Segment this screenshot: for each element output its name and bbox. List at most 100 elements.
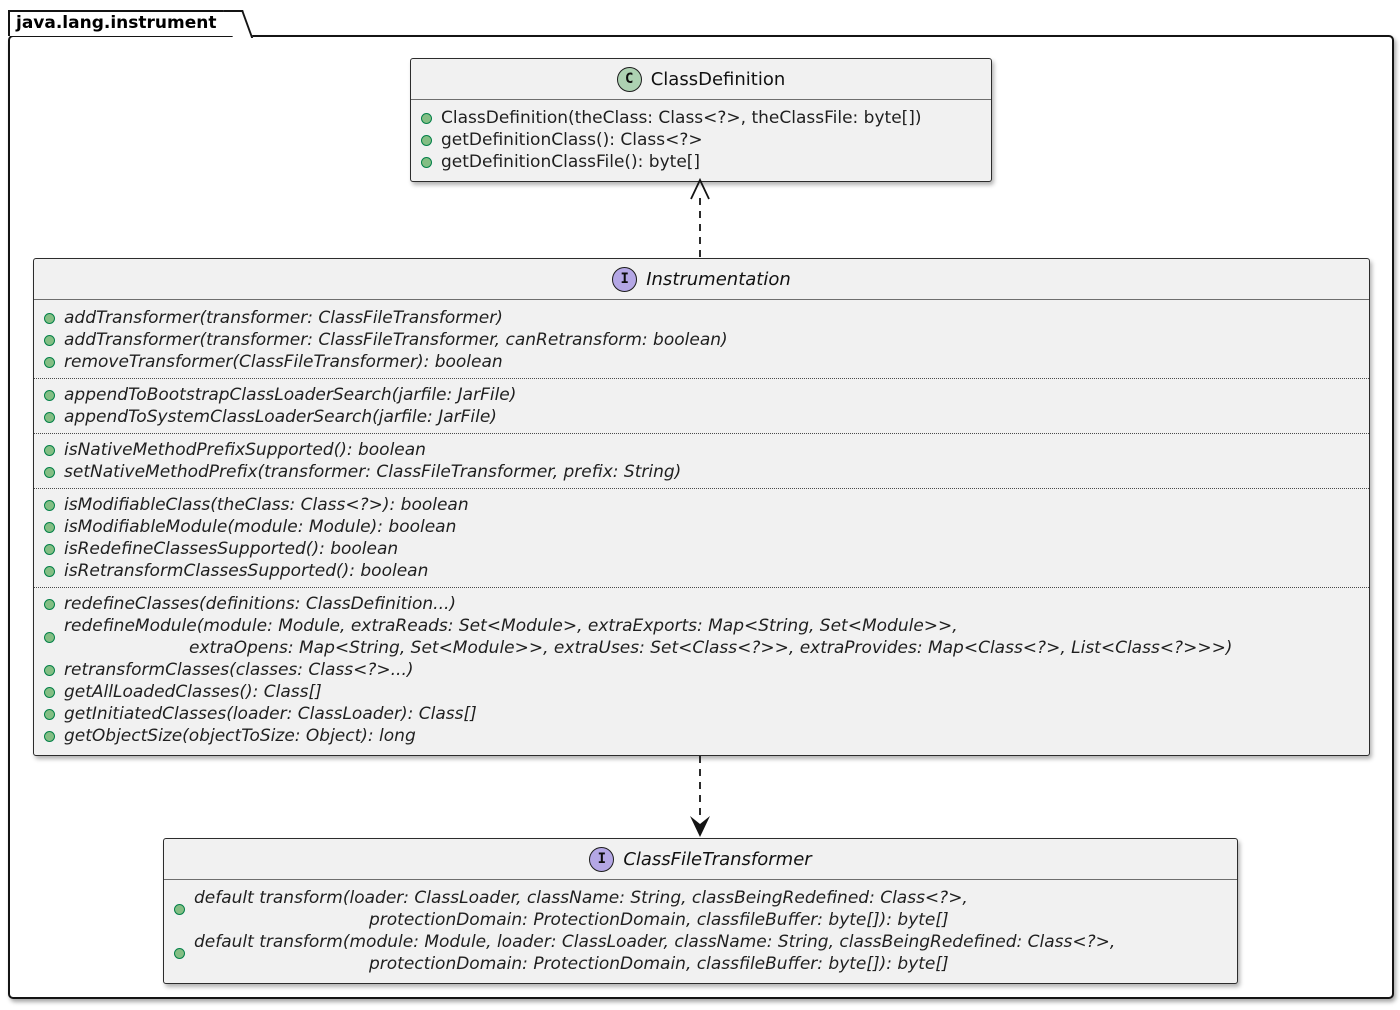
method-signature: isRetransformClassesSupported(): boolean bbox=[64, 560, 428, 582]
method-signature: getAllLoadedClasses(): Class[] bbox=[64, 681, 322, 703]
section-separator bbox=[34, 488, 1369, 489]
method-signature-line: default transform(module: Module, loader… bbox=[194, 932, 1116, 952]
method-row: addTransformer(transformer: ClassFileTra… bbox=[34, 329, 1369, 351]
public-visibility-icon bbox=[44, 686, 55, 698]
stereotype-circle: I bbox=[589, 846, 615, 872]
method-signature: removeTransformer(ClassFileTransformer):… bbox=[64, 351, 503, 373]
method-row: isRetransformClassesSupported(): boolean bbox=[34, 560, 1369, 582]
method-section: isNativeMethodPrefixSupported(): boolean… bbox=[34, 437, 1369, 485]
method-signature: setNativeMethodPrefix(transformer: Class… bbox=[64, 461, 681, 483]
method-signature-line: removeTransformer(ClassFileTransformer):… bbox=[64, 352, 503, 372]
public-visibility-icon bbox=[44, 730, 55, 742]
method-row: isModifiableModule(module: Module): bool… bbox=[34, 516, 1369, 538]
method-signature: addTransformer(transformer: ClassFileTra… bbox=[64, 329, 728, 351]
public-visibility-icon bbox=[44, 631, 55, 643]
method-signature: ClassDefinition(theClass: Class<?>, theC… bbox=[441, 107, 922, 129]
method-section: addTransformer(transformer: ClassFileTra… bbox=[34, 305, 1369, 375]
method-signature-line: isModifiableModule(module: Module): bool… bbox=[64, 517, 457, 537]
class-header: C ClassDefinition bbox=[411, 59, 991, 100]
method-row: default transform(loader: ClassLoader, c… bbox=[164, 887, 1237, 931]
method-signature: appendToBootstrapClassLoaderSearch(jarfi… bbox=[64, 384, 516, 406]
method-row: isModifiableClass(theClass: Class<?>): b… bbox=[34, 494, 1369, 516]
interface-box-instrumentation: I Instrumentation addTransformer(transfo… bbox=[33, 258, 1370, 756]
method-row: retransformClasses(classes: Class<?>...) bbox=[34, 659, 1369, 681]
method-row: getInitiatedClasses(loader: ClassLoader)… bbox=[34, 703, 1369, 725]
method-signature-line: isRetransformClassesSupported(): boolean bbox=[64, 561, 429, 581]
method-row: removeTransformer(ClassFileTransformer):… bbox=[34, 351, 1369, 373]
method-signature-line: retransformClasses(classes: Class<?>...) bbox=[64, 660, 414, 680]
method-signature-line: getObjectSize(objectToSize: Object): lon… bbox=[64, 726, 416, 746]
method-signature-line: getDefinitionClass(): Class<?> bbox=[441, 130, 703, 150]
method-section: default transform(loader: ClassLoader, c… bbox=[164, 885, 1237, 977]
method-signature: retransformClasses(classes: Class<?>...) bbox=[64, 659, 414, 681]
method-signature: default transform(loader: ClassLoader, c… bbox=[194, 887, 968, 931]
public-visibility-icon bbox=[44, 598, 55, 610]
method-signature: isModifiableClass(theClass: Class<?>): b… bbox=[64, 494, 469, 516]
stereotype-circle: I bbox=[612, 266, 638, 292]
interface-box-classfiletransformer: I ClassFileTransformer default transform… bbox=[163, 838, 1238, 984]
method-signature-line: appendToBootstrapClassLoaderSearch(jarfi… bbox=[64, 385, 517, 405]
class-title: ClassDefinition bbox=[650, 68, 786, 90]
class-header: I Instrumentation bbox=[34, 259, 1369, 300]
public-visibility-icon bbox=[44, 356, 55, 368]
package-tab-background bbox=[8, 10, 234, 36]
method-row: redefineModule(module: Module, extraRead… bbox=[34, 615, 1369, 659]
method-signature: getDefinitionClassFile(): byte[] bbox=[441, 151, 700, 173]
package-name: java.lang.instrument bbox=[16, 13, 217, 33]
method-row: addTransformer(transformer: ClassFileTra… bbox=[34, 307, 1369, 329]
class-title: Instrumentation bbox=[646, 268, 791, 290]
method-signature: redefineModule(module: Module, extraRead… bbox=[64, 615, 1232, 659]
method-signature: getDefinitionClass(): Class<?> bbox=[441, 129, 703, 151]
method-row: ClassDefinition(theClass: Class<?>, theC… bbox=[411, 107, 991, 129]
method-signature-line: setNativeMethodPrefix(transformer: Class… bbox=[64, 462, 682, 482]
public-visibility-icon bbox=[44, 543, 55, 555]
method-signature-line: addTransformer(transformer: ClassFileTra… bbox=[64, 308, 503, 328]
method-row: isNativeMethodPrefixSupported(): boolean bbox=[34, 439, 1369, 461]
method-row: getAllLoadedClasses(): Class[] bbox=[34, 681, 1369, 703]
public-visibility-icon bbox=[44, 312, 55, 324]
public-visibility-icon bbox=[44, 521, 55, 533]
method-signature: redefineClasses(definitions: ClassDefini… bbox=[64, 593, 456, 615]
method-signature-line: getInitiatedClasses(loader: ClassLoader)… bbox=[64, 704, 477, 724]
method-signature-line: isRedefineClassesSupported(): boolean bbox=[64, 539, 399, 559]
public-visibility-icon bbox=[421, 134, 432, 146]
public-visibility-icon bbox=[421, 112, 432, 124]
method-signature-line: appendToSystemClassLoaderSearch(jarfile:… bbox=[64, 407, 497, 427]
method-signature-line: getDefinitionClassFile(): byte[] bbox=[441, 152, 701, 172]
class-body: default transform(loader: ClassLoader, c… bbox=[164, 880, 1237, 983]
method-signature: isRedefineClassesSupported(): boolean bbox=[64, 538, 398, 560]
public-visibility-icon bbox=[421, 156, 432, 168]
method-signature: default transform(module: Module, loader… bbox=[194, 931, 1115, 975]
class-body: addTransformer(transformer: ClassFileTra… bbox=[34, 300, 1369, 755]
method-row: getDefinitionClass(): Class<?> bbox=[411, 129, 991, 151]
public-visibility-icon bbox=[44, 708, 55, 720]
package-tab: java.lang.instrument bbox=[8, 10, 254, 38]
method-section: redefineClasses(definitions: ClassDefini… bbox=[34, 591, 1369, 749]
method-signature: getInitiatedClasses(loader: ClassLoader)… bbox=[64, 703, 477, 725]
public-visibility-icon bbox=[44, 664, 55, 676]
method-signature: isModifiableModule(module: Module): bool… bbox=[64, 516, 456, 538]
class-title: ClassFileTransformer bbox=[623, 848, 812, 870]
method-row: appendToSystemClassLoaderSearch(jarfile:… bbox=[34, 406, 1369, 428]
method-row: appendToBootstrapClassLoaderSearch(jarfi… bbox=[34, 384, 1369, 406]
method-section: ClassDefinition(theClass: Class<?>, theC… bbox=[411, 105, 991, 175]
method-signature-line: redefineClasses(definitions: ClassDefini… bbox=[64, 594, 457, 614]
public-visibility-icon bbox=[44, 565, 55, 577]
public-visibility-icon bbox=[44, 466, 55, 478]
public-visibility-icon bbox=[44, 444, 55, 456]
public-visibility-icon bbox=[44, 334, 55, 346]
method-signature-line: default transform(loader: ClassLoader, c… bbox=[194, 888, 968, 908]
section-separator bbox=[34, 378, 1369, 379]
class-box-classdefinition: C ClassDefinition ClassDefinition(theCla… bbox=[410, 58, 992, 182]
method-row: redefineClasses(definitions: ClassDefini… bbox=[34, 593, 1369, 615]
method-signature: isNativeMethodPrefixSupported(): boolean bbox=[64, 439, 426, 461]
section-separator bbox=[34, 587, 1369, 588]
method-signature-line: getAllLoadedClasses(): Class[] bbox=[64, 682, 322, 702]
method-signature-line: addTransformer(transformer: ClassFileTra… bbox=[64, 330, 728, 350]
section-separator bbox=[34, 433, 1369, 434]
class-body: ClassDefinition(theClass: Class<?>, theC… bbox=[411, 100, 991, 181]
public-visibility-icon bbox=[174, 947, 185, 959]
method-signature-line: redefineModule(module: Module, extraRead… bbox=[64, 616, 958, 636]
method-section: appendToBootstrapClassLoaderSearch(jarfi… bbox=[34, 382, 1369, 430]
